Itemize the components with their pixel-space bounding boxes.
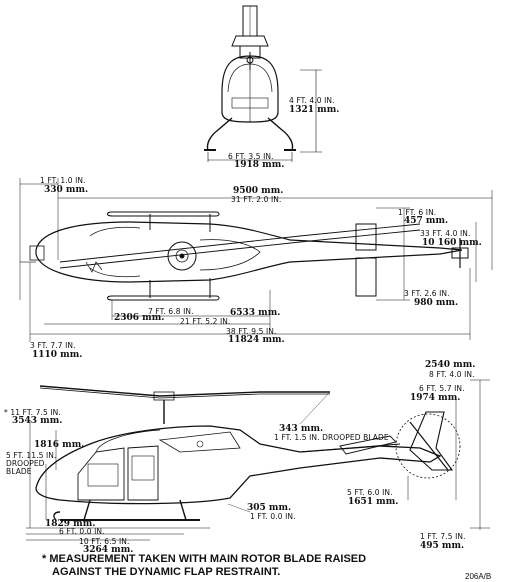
side-skid-mm: 3264 mm. — [83, 545, 134, 555]
side-view — [26, 379, 490, 541]
front-width-ft: 6 FT. 3.5 IN. — [228, 152, 274, 161]
side-gear-ft: 1 FT. 0.0 IN. — [250, 512, 296, 521]
top-view — [19, 178, 493, 342]
side-height-mm: 3543 mm. — [12, 416, 63, 426]
side-tr-mm: 1651 mm. — [348, 497, 399, 507]
side-ground-ft: 1 FT. 7.5 IN. — [420, 532, 466, 541]
front-height-mm: 1321 mm. — [289, 105, 340, 115]
front-height-ft: 4 FT. 4.0 IN. — [289, 96, 335, 105]
top-tail-rotor-ft: 1 FT. 6 IN. — [398, 208, 437, 217]
top-left-ft: 3 FT. 7.7 IN. — [30, 341, 76, 350]
top-mast-ft: 21 FT. 5.2 IN. — [180, 317, 231, 326]
top-left-mm: 1110 mm. — [32, 350, 83, 360]
front-width-mm: 1918 mm. — [234, 160, 285, 170]
top-overall-ft: 38 FT. 9.5 IN. — [226, 327, 277, 336]
top-mast-mm: 6533 mm. — [230, 308, 281, 318]
top-nose-ft: 1 FT. 1.0 IN. — [40, 176, 86, 185]
top-skid-ft: 7 FT. 6.8 IN. — [148, 307, 194, 316]
side-height-ft: * 11 FT. 7.5 IN. — [4, 408, 61, 417]
top-stab-ft: 3 FT. 2.6 IN. — [404, 289, 450, 298]
side-fin-ft: 6 FT. 5.7 IN. — [419, 384, 465, 393]
side-blade-mm: 343 mm. — [279, 424, 324, 434]
front-view — [204, 5, 322, 162]
top-rotor-mm: 9500 mm. — [233, 186, 284, 196]
side-tail-height-ft: 8 FT. 4.0 IN. — [429, 370, 475, 379]
side-gear-mm: 305 mm. — [247, 503, 292, 513]
top-tail-mm: 10 160 mm. — [422, 238, 482, 248]
side-droop-word1: DROOPED — [6, 459, 45, 468]
side-blade-ft: 1 FT. 1.5 IN. DROOPED BLADE — [274, 433, 389, 442]
top-tail-rotor-mm: 457 mm. — [404, 216, 449, 226]
side-cabin-mm: 1816 mm. — [34, 440, 85, 450]
side-nose-ft: 6 FT. 0.0 IN. — [59, 527, 105, 536]
side-tail-height-mm: 2540 mm. — [425, 360, 476, 370]
top-skid-mm: 2306 mm. — [114, 313, 165, 323]
side-fin-mm: 1974 mm. — [410, 393, 461, 403]
side-skid-ft: 10 FT. 6.5 IN. — [79, 537, 130, 546]
figure-reference: 206A/B — [465, 572, 492, 581]
footnote-line-2: AGAINST THE DYNAMIC FLAP RESTRAINT. — [52, 566, 281, 578]
side-droop-word2: BLADE — [6, 467, 32, 476]
top-overall-mm: 11824 mm. — [228, 335, 285, 345]
top-rotor-ft: 31 FT. 2.0 IN. — [231, 195, 282, 204]
footnote-line-1: * MEASUREMENT TAKEN WITH MAIN ROTOR BLAD… — [42, 553, 367, 565]
side-nose-mm: 1829 mm. — [45, 519, 96, 529]
side-droop-ft: 5 FT. 11.5 IN. — [6, 451, 57, 460]
side-tr-ft: 5 FT. 6.0 IN. — [347, 488, 393, 497]
top-stab-mm: 980 mm. — [414, 298, 459, 308]
top-nose-mm: 330 mm. — [44, 185, 89, 195]
top-tail-ft: 33 FT. 4.0 IN. — [420, 229, 471, 238]
side-ground-mm: 495 mm. — [420, 541, 465, 551]
